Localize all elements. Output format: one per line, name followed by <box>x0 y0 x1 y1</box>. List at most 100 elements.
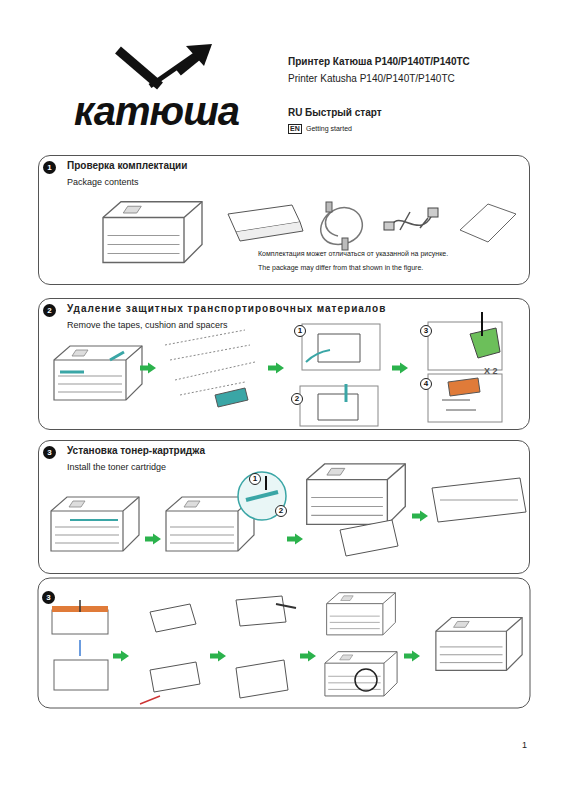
remove-packaging-art-part <box>481 312 483 336</box>
remove-packaging-art-part <box>306 350 330 362</box>
install-cartridge-art-part <box>51 497 139 551</box>
cartridge-insert-art-part <box>140 696 160 704</box>
install-cartridge-art-part <box>307 464 406 524</box>
install-cartridge-art-part <box>432 478 526 522</box>
logo-text: катюша <box>74 88 239 134</box>
remove-packaging-art-part <box>268 362 284 373</box>
cartridge-insert-art <box>38 578 530 708</box>
logo-emblem-part <box>150 54 196 86</box>
cartridge-insert-art-part <box>436 618 522 671</box>
step-number: 1 <box>43 161 56 174</box>
callout-number: 4 <box>420 378 432 390</box>
cartridge-insert-art-part <box>236 596 286 626</box>
remove-packaging-art <box>54 312 502 426</box>
callout-text: 3 <box>424 326 428 335</box>
remove-packaging-art-part <box>318 394 358 420</box>
section-subheading: Install the toner cartridge <box>67 462 166 472</box>
step-number: 3 <box>42 591 55 604</box>
step-number-text: 1 <box>47 163 51 172</box>
guide-title: Быстрый старт <box>305 107 382 119</box>
remove-packaging-art-part <box>392 362 408 373</box>
install-cartridge-art-part <box>238 472 286 520</box>
callout-number: 2 <box>275 505 287 517</box>
cartridge-insert-art-part <box>54 660 108 690</box>
cartridge-insert-art-part <box>150 604 196 632</box>
logo-emblem <box>118 44 212 86</box>
page-number: 1 <box>522 740 527 750</box>
cartridge-insert-art-part <box>355 669 377 691</box>
install-cartridge-art-part <box>340 520 398 556</box>
remove-packaging-art-part <box>448 378 480 396</box>
install-cartridge-art <box>51 464 526 556</box>
cartridge-insert-art-part <box>79 600 81 612</box>
remove-packaging-art-part <box>140 362 156 373</box>
package-contents-art-part <box>103 202 202 263</box>
logo-emblem-part <box>186 44 212 66</box>
remove-packaging-art-part <box>165 330 255 395</box>
package-contents-art-part <box>428 208 438 217</box>
package-contents-art-part <box>342 238 348 250</box>
remove-packaging-art-part <box>60 352 124 372</box>
install-cartridge-art-part <box>145 533 161 544</box>
remove-packaging-art-part <box>215 388 248 407</box>
package-contents-art-part <box>326 202 332 212</box>
cartridge-insert-art-part <box>210 650 226 661</box>
cartridge-insert-art-part <box>113 650 129 661</box>
language-tag: EN <box>288 124 302 134</box>
install-cartridge-art-part <box>440 500 518 501</box>
callout-text: 2 <box>295 394 299 403</box>
callout-number: 2 <box>291 393 303 405</box>
cartridge-insert-art-part <box>236 660 288 698</box>
note: The package may differ from that shown i… <box>258 264 423 272</box>
section-heading: Установка тонер-картриджа <box>67 445 205 457</box>
section-subheading: Remove the tapes, cushion and spacers <box>67 320 228 330</box>
remove-packaging-art-part <box>470 328 500 358</box>
package-contents-art <box>103 202 516 263</box>
cartridge-insert-art-part <box>300 650 316 661</box>
language-tag: RU <box>288 107 302 119</box>
step-number: 3 <box>43 446 56 459</box>
section-box: Установка тонер-картриджаInstall the ton… <box>38 440 530 574</box>
remove-packaging-art-part <box>300 386 378 426</box>
remove-packaging-art-part <box>428 322 502 370</box>
callout-text: 2 <box>279 506 283 515</box>
section-heading: Удаление защитных транспортировочных мат… <box>67 303 386 315</box>
install-cartridge-art-part <box>287 533 303 544</box>
step-number: 2 <box>43 304 56 317</box>
note: Комплектация может отличаться от указанн… <box>258 250 448 258</box>
remove-packaging-art-part <box>54 346 142 400</box>
package-contents-art-part <box>236 222 303 241</box>
package-contents-art-part <box>460 204 516 242</box>
section-heading: Проверка комплектации <box>67 160 187 172</box>
callout-number: 1 <box>294 325 306 337</box>
callout-number: 3 <box>420 325 432 337</box>
cartridge-insert-art-part <box>327 593 396 635</box>
install-cartridge-art-part <box>412 510 428 521</box>
step-number-text: 2 <box>47 306 51 315</box>
cartridge-insert-art-part <box>52 610 108 634</box>
callout-text: 4 <box>424 379 428 388</box>
callout-number: 1 <box>249 473 261 485</box>
remove-packaging-art-part <box>442 400 476 410</box>
remove-packaging-art-part <box>345 384 348 402</box>
quantity-label: X 2 <box>484 366 498 376</box>
section-subheading: Package contents <box>67 177 139 187</box>
step-number-text: 3 <box>46 593 50 602</box>
cartridge-insert-art-part <box>38 578 530 708</box>
step-number-text: 3 <box>47 448 51 457</box>
install-cartridge-art-part <box>246 492 278 500</box>
callout-text: 1 <box>253 474 257 483</box>
cartridge-insert-art-part <box>150 662 200 692</box>
remove-packaging-art-part <box>318 334 360 362</box>
cartridge-insert-art-part <box>404 650 420 661</box>
remove-packaging-art-part <box>428 374 502 422</box>
callout-text: 1 <box>298 326 302 335</box>
cartridge-insert-art-part <box>276 604 296 608</box>
cartridge-insert-art-part <box>325 652 397 696</box>
install-cartridge-art-part <box>265 476 267 490</box>
install-cartridge-art-part <box>70 519 118 521</box>
package-contents-art-part <box>384 222 394 230</box>
cartridge-insert-art-part <box>79 640 81 656</box>
section-box: Удаление защитных транспортировочных мат… <box>38 298 530 430</box>
